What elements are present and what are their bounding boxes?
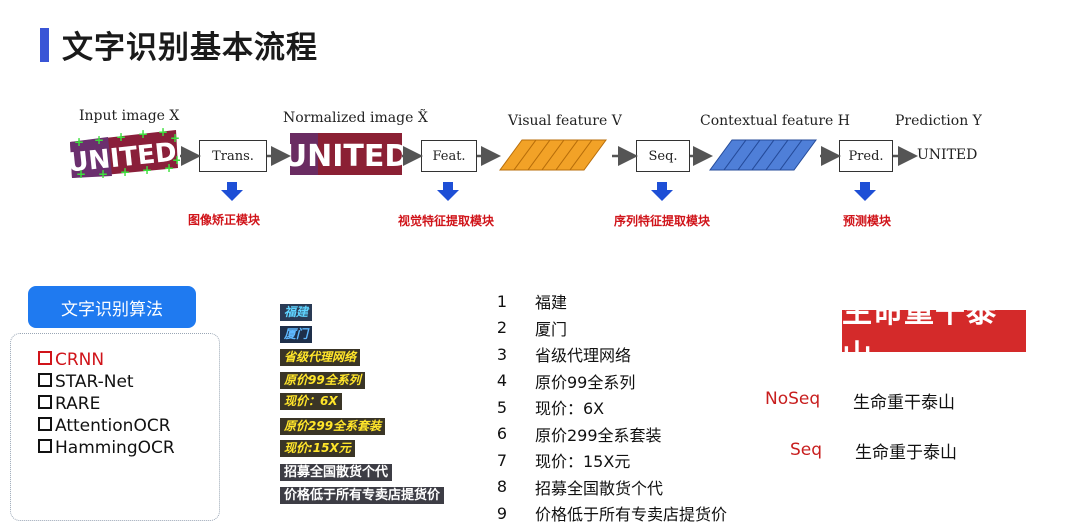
checkbox-icon xyxy=(38,439,52,453)
module-label-sequence: 序列特征提取模块 xyxy=(614,214,711,228)
prediction-label: Prediction Y xyxy=(895,113,982,129)
prediction-output: UNITED xyxy=(917,147,978,163)
normalized-image-label: Normalized image X̃ xyxy=(283,110,428,126)
title-accent-bar xyxy=(40,28,49,62)
svg-text:+: + xyxy=(170,131,180,145)
down-arrow-icon xyxy=(221,182,243,201)
svg-text:+: + xyxy=(74,135,84,149)
svg-text:+: + xyxy=(142,163,152,177)
svg-text:+: + xyxy=(76,167,86,180)
input-image: UNITED +++ +++ +++ +++ xyxy=(68,128,180,180)
checkbox-icon xyxy=(38,395,52,409)
text-crop: 原价299全系套装 xyxy=(280,418,386,435)
seq-value: 生命重于泰山 xyxy=(855,443,957,463)
algorithms-panel xyxy=(10,333,220,521)
svg-text:+: + xyxy=(98,167,108,180)
algorithms-header: 文字识别算法 xyxy=(28,286,196,328)
seq-label: Seq xyxy=(790,440,823,460)
algorithm-item: AttentionOCR xyxy=(38,416,175,438)
down-arrow-icon xyxy=(854,182,876,201)
checkbox-icon xyxy=(38,373,52,387)
algorithm-item: CRNN xyxy=(38,350,175,372)
svg-text:+: + xyxy=(138,128,148,141)
stage-pred-box: Pred. xyxy=(839,140,893,172)
text-crop: 价格低于所有专卖店提货价 xyxy=(280,487,445,504)
contextual-feature-label: Contextual feature H xyxy=(700,113,850,129)
down-arrow-icon xyxy=(437,182,459,201)
svg-text:+: + xyxy=(164,161,174,175)
text-crop: 厦门 xyxy=(280,326,313,343)
text-crop: 省级代理网络 xyxy=(280,349,361,366)
svg-text:+: + xyxy=(158,128,168,139)
sample-text-image-content: 生命重干泰山 xyxy=(842,295,997,374)
input-image-label: Input image X xyxy=(79,108,180,124)
text-crop: 福建 xyxy=(280,304,313,321)
page-title: 文字识别基本流程 xyxy=(62,30,318,66)
svg-text:+: + xyxy=(94,133,104,147)
module-label-rectify: 图像矫正模块 xyxy=(188,213,261,227)
checkbox-icon xyxy=(38,417,52,431)
checkbox-icon xyxy=(38,351,52,365)
noseq-label: NoSeq xyxy=(765,389,821,409)
text-crop: 招募全国散货个代 xyxy=(280,464,393,481)
noseq-value: 生命重干泰山 xyxy=(853,393,955,413)
normalized-image-text: UNITED xyxy=(290,139,402,174)
algorithm-item: RARE xyxy=(38,394,175,416)
module-label-predict: 预测模块 xyxy=(843,214,892,228)
algorithms-list: CRNN STAR-Net RARE AttentionOCR HammingO… xyxy=(38,350,175,460)
visual-feature-label: Visual feature V xyxy=(508,113,622,129)
stage-seq-box: Seq. xyxy=(636,140,690,172)
pipeline-arrows xyxy=(180,139,918,201)
svg-text:+: + xyxy=(172,153,180,167)
module-label-visual: 视觉特征提取模块 xyxy=(398,214,495,228)
normalized-image: UNITED xyxy=(290,133,402,175)
stage-trans-box: Trans. xyxy=(199,140,267,172)
text-crop: 现价:15X元 xyxy=(280,440,355,457)
contextual-feature-stack xyxy=(709,139,817,171)
svg-text:+: + xyxy=(116,130,126,144)
visual-feature-stack xyxy=(499,139,607,171)
algorithm-item: STAR-Net xyxy=(38,372,175,394)
sample-text-image: 生命重干泰山 xyxy=(842,295,1026,374)
text-crop: 原价99全系列 xyxy=(280,372,365,389)
svg-text:+: + xyxy=(120,165,130,179)
algorithm-item: HammingOCR xyxy=(38,438,175,460)
down-arrow-icon xyxy=(651,182,673,201)
text-crop: 现价：6X xyxy=(280,393,342,410)
